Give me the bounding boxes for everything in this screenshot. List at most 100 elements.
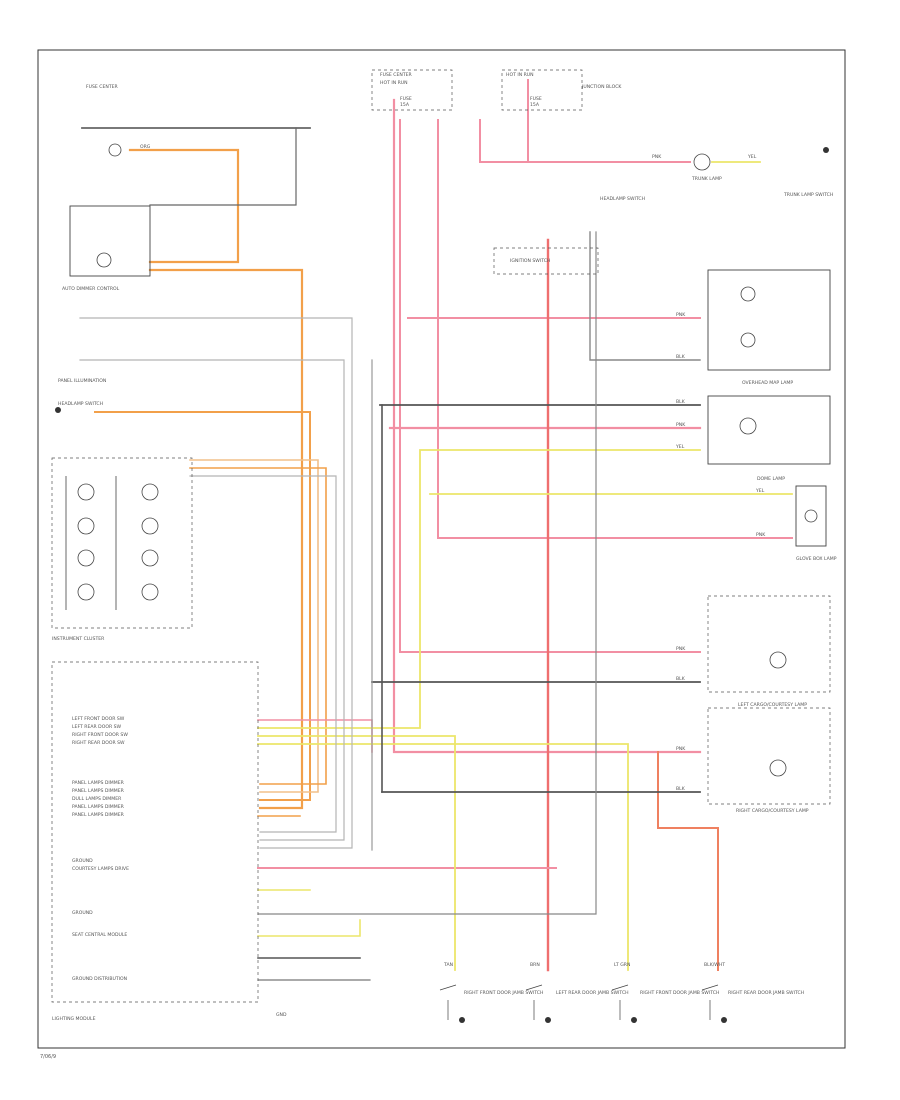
trunk-lamp-bulb: [693, 153, 711, 171]
fuse-center-label: FUSE CENTER: [380, 72, 413, 78]
ignition-switch-box: [493, 247, 599, 275]
tag-yel: YEL: [747, 154, 757, 160]
tag-pnk: PNK: [652, 154, 662, 160]
trunk-lamp-label: TRUNK LAMP: [691, 176, 722, 182]
overhead-map-lamp-label: OVERHEAD MAP LAMP: [742, 380, 793, 386]
pin-label-0: LEFT FRONT DOOR SW: [72, 716, 125, 722]
door-switch-symbols: [439, 984, 719, 1020]
tag-yel-2: YEL: [675, 444, 685, 450]
right-cargo-box: [707, 707, 831, 805]
cluster-bulb: [77, 549, 95, 567]
ground-dot: [545, 1017, 551, 1023]
tag-brn: BRN: [530, 962, 540, 968]
hot-run-left-label: HOT IN RUN: [380, 80, 408, 86]
tag-pnk-5: PNK: [676, 646, 686, 652]
door-switch-4-label: RIGHT REAR DOOR JAMB SWITCH: [728, 990, 804, 996]
cluster-bulb: [77, 517, 95, 535]
wire-yellow-2: [257, 735, 456, 971]
ground-symbols: [55, 147, 829, 1023]
module-pin-labels: LEFT FRONT DOOR SW LEFT REAR DOOR SW RIG…: [72, 716, 129, 982]
map-lamp-1: [740, 286, 756, 302]
diagram-frame: [37, 49, 846, 1049]
lighting-module-box: [51, 661, 259, 1003]
tag-pnk-2: PNK: [676, 312, 686, 318]
pin-label-13: GROUND DISTRIBUTION: [72, 976, 127, 982]
fuse-amp-2: 15A: [530, 102, 540, 108]
tag-pnk-3: PNK: [676, 422, 686, 428]
glove-box-lamp-box: [795, 485, 827, 547]
dimmer-lamp: [96, 252, 112, 268]
door-switch-4: [701, 984, 719, 1020]
dimmer-switch-label: HEADLAMP SWITCH: [600, 196, 645, 202]
instrument-cluster-box: [51, 457, 193, 629]
door-switch-3: [611, 984, 629, 1020]
ground-dot: [459, 1017, 465, 1023]
ground-dot: [721, 1017, 727, 1023]
wire-gray-vertical-3: [257, 231, 597, 915]
left-cargo-box: [707, 595, 831, 693]
pin-label-12: SEAT CENTRAL MODULE: [72, 932, 127, 938]
cluster-bulb: [141, 549, 159, 567]
lighting-module-label: LIGHTING MODULE: [52, 1016, 96, 1022]
wire-orange-4: [189, 459, 319, 793]
map-lamp-2: [740, 332, 756, 348]
ambient-sensor: [108, 143, 122, 157]
ignition-switch-label: IGNITION SWITCH: [510, 258, 550, 264]
cluster-bulb: [141, 517, 159, 535]
pin-label-5: PANEL LAMPS DIMMER: [72, 788, 125, 794]
dome-lamp-bulb: [739, 417, 757, 435]
glove-lamp-bulb: [804, 509, 818, 523]
wire-orange-5: [189, 467, 327, 785]
pin-label-2: RIGHT FRONT DOOR SW: [72, 732, 128, 738]
trunk-switch-label: TRUNK LAMP SWITCH: [783, 192, 833, 198]
component-layer: FUSE CENTER HOT IN RUN HOT IN RUN FUSE 1…: [51, 69, 837, 1023]
wire-pink-feed-4: [479, 119, 691, 163]
tag-blk-4: BLK: [676, 786, 686, 792]
tag-blkwht: BLK/WHT: [704, 962, 725, 968]
door-switch-2: [525, 984, 543, 1020]
tag-blk-3: BLK: [676, 676, 686, 682]
pin-label-3: RIGHT REAR DOOR SW: [72, 740, 125, 746]
right-cargo-label: RIGHT CARGO/COURTESY LAMP: [736, 808, 809, 814]
door-switch-3-label: RIGHT FRONT DOOR JAMB SWITCH: [640, 990, 719, 996]
cluster-bulb: [77, 483, 95, 501]
wire-pink-feed-1: [392, 98, 702, 754]
dome-lamp-box: [707, 395, 831, 465]
ground-dot: [823, 147, 829, 153]
pin-label-7: PANEL LAMPS DIMMER: [72, 804, 125, 810]
cluster-bulb: [141, 483, 159, 501]
glove-box-lamp-label: GLOVE BOX LAMP: [796, 556, 837, 562]
door-switch-1-label: RIGHT FRONT DOOR JAMB SWITCH: [464, 990, 543, 996]
wire-color-tags: ORG PNK YEL PNK BLK BLK PNK YEL YEL PNK …: [140, 144, 766, 968]
tag-pnk-6: PNK: [676, 746, 686, 752]
overhead-map-lamp-box: [707, 269, 831, 371]
ground-label: GND: [276, 1012, 287, 1018]
auto-dimmer-label: AUTO DIMMER CONTROL: [62, 286, 120, 292]
ground-dot: [55, 407, 61, 413]
tag-ltgrn: LT GRN: [614, 962, 630, 968]
cluster-bulbs: [65, 476, 159, 610]
wire-lightgray-3: [189, 475, 337, 833]
wire-orange-2: [148, 268, 304, 810]
wire-lightgray-1: [79, 317, 353, 849]
wire-pink-feed-2: [399, 119, 701, 653]
cluster-bus-left: [65, 476, 117, 610]
left-fuse-center-label: FUSE CENTER: [86, 84, 119, 90]
fuse-label-2: FUSE: [530, 96, 542, 102]
footer-code: 7/06/9: [40, 1054, 56, 1060]
wire-orange-3: [94, 411, 311, 801]
hot-run-right-label: HOT IN RUN: [506, 72, 534, 78]
tag-blk-2: BLK: [676, 399, 686, 405]
tag-org: ORG: [140, 144, 151, 150]
pin-label-10: COURTESY LAMPS DRIVE: [72, 866, 129, 872]
door-switch-1: [439, 984, 457, 1020]
left-cargo-bulb: [769, 651, 787, 669]
wire-gray-dimmer: [149, 127, 297, 206]
pin-label-8: PANEL LAMPS DIMMER: [72, 812, 125, 818]
wire-gray-ov: [589, 231, 701, 361]
wire-layer: [79, 79, 793, 981]
fuse-label-1: FUSE: [400, 96, 412, 102]
instrument-cluster-label: INSTRUMENT CLUSTER: [52, 636, 105, 642]
door-switch-2-label: LEFT REAR DOOR JAMB SWITCH: [556, 990, 629, 996]
